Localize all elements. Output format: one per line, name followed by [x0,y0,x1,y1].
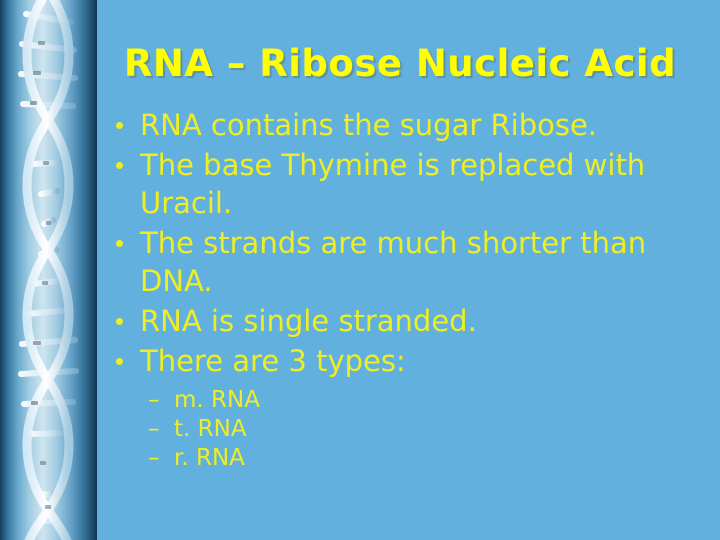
sub-bullet-item: – t. RNA [148,415,704,444]
bullet-dot-icon [116,240,123,247]
dna-helix-image [0,0,97,540]
sub-bullet-item: – r. RNA [148,444,704,473]
bullet-item: RNA contains the sugar Ribose. [108,106,704,144]
sub-bullet-text: t. RNA [174,416,247,442]
bullet-item: The base Thymine is replaced with Uracil… [108,146,704,222]
en-dash-icon: – [148,445,160,471]
en-dash-icon: – [148,387,160,413]
bullet-item: RNA is single stranded. [108,302,704,340]
en-dash-icon: – [148,416,160,442]
slide-title: RNA – Ribose Nucleic Acid [123,42,677,85]
bullet-text: The strands are much shorter than DNA. [140,226,647,298]
bullet-dot-icon [116,162,123,169]
sub-bullet-item: – m. RNA [148,386,704,415]
bullet-item: There are 3 types: [108,342,704,380]
bullet-dot-icon [116,358,123,365]
bullet-text: RNA is single stranded. [140,304,477,338]
sub-bullet-text: m. RNA [174,387,260,413]
bullet-text: There are 3 types: [140,344,406,378]
bullet-item: The strands are much shorter than DNA. [108,224,704,300]
slide-body: RNA contains the sugar Ribose. The base … [108,106,704,473]
sub-bullet-list: – m. RNA – t. RNA – r. RNA [108,386,704,473]
bullet-text: The base Thymine is replaced with Uracil… [140,148,646,220]
bullet-dot-icon [116,318,123,325]
dna-helix-icon [18,0,79,540]
bullet-text: RNA contains the sugar Ribose. [140,108,598,142]
bullet-dot-icon [116,122,123,129]
sub-bullet-text: r. RNA [174,445,245,471]
helix-glow-overlay [0,0,97,540]
